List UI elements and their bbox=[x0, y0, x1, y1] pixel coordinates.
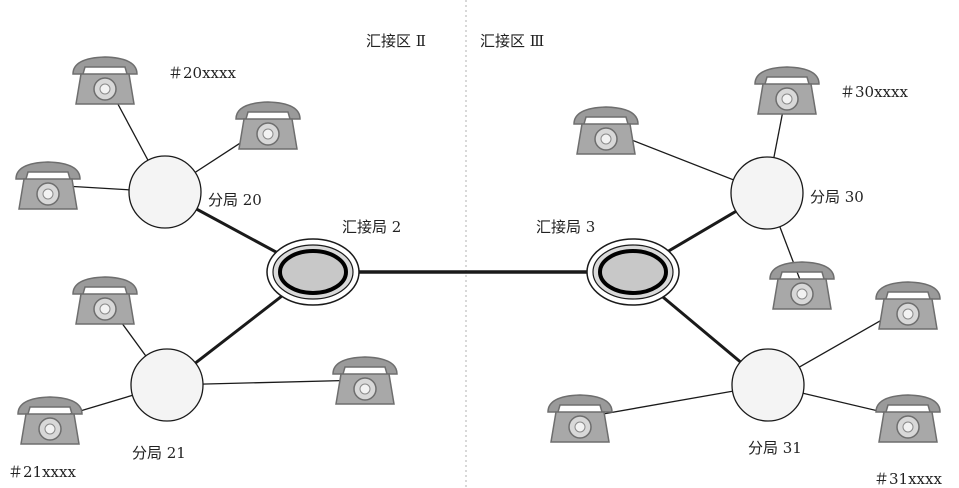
phone-icon bbox=[547, 394, 613, 443]
phone-icon bbox=[754, 66, 820, 115]
number-label-31: ＃31xxxx bbox=[874, 470, 942, 488]
phone-icon bbox=[332, 356, 398, 405]
branch-label-20: 分局 20 bbox=[208, 191, 262, 209]
branch-exchange-31 bbox=[731, 348, 805, 422]
tandem-exchange-2 bbox=[266, 238, 360, 306]
region-label-left: 汇接区 Ⅱ bbox=[366, 32, 426, 50]
branch-exchange-20 bbox=[128, 155, 202, 229]
phone-icon bbox=[573, 106, 639, 155]
tandem-exchange-3 bbox=[586, 238, 680, 306]
region-label-right: 汇接区 Ⅲ bbox=[480, 32, 544, 50]
phone-icon bbox=[875, 394, 941, 443]
phone-icon bbox=[769, 261, 835, 310]
phone-icon bbox=[72, 276, 138, 325]
branch-exchange-21 bbox=[130, 348, 204, 422]
tandem-label-2: 汇接局 2 bbox=[342, 218, 401, 236]
phone-icon bbox=[235, 101, 301, 150]
phone-icon bbox=[72, 56, 138, 105]
phone-icon bbox=[15, 161, 81, 210]
number-label-30: ＃30xxxx bbox=[840, 83, 908, 101]
tandem-label-3: 汇接局 3 bbox=[536, 218, 595, 236]
phone-icon bbox=[875, 281, 941, 330]
branch-label-30: 分局 30 bbox=[810, 188, 864, 206]
branch-label-21: 分局 21 bbox=[132, 444, 186, 462]
branch-label-31: 分局 31 bbox=[748, 439, 802, 457]
number-label-21: ＃21xxxx bbox=[8, 463, 76, 481]
phone-icon bbox=[17, 396, 83, 445]
branch-exchange-30 bbox=[730, 156, 804, 230]
number-label-20: ＃20xxxx bbox=[168, 64, 236, 82]
